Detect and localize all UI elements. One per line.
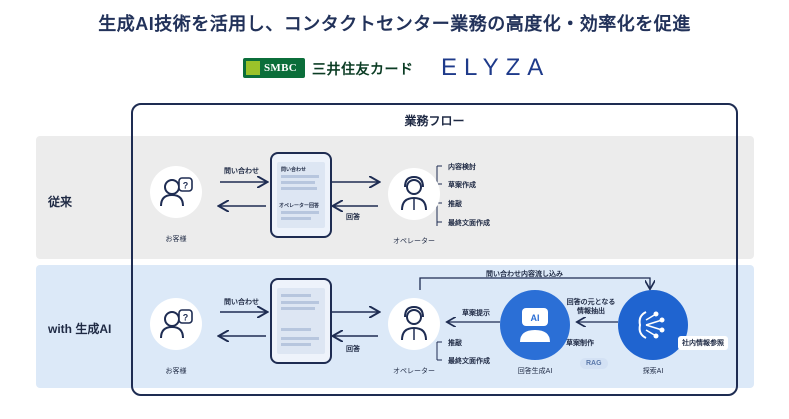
smbc-logo: SMBC [243,58,305,78]
flow-title: 業務フロー [404,114,465,128]
svg-text:?: ? [183,181,189,191]
company-logo-text: 三井住友カード [312,61,414,77]
conv-phone-screen: 問い合わせ オペレーター回答 [277,162,325,228]
customer-question-icon: ? [160,177,193,207]
search-ai-circle [618,290,688,360]
search-ai-label: 探索AI [642,368,664,375]
draft-make-label: 草案制作 [566,340,594,347]
answer-ai-label: 回答生成AI [517,368,553,375]
ai-operator-label: オペレーター [393,368,435,375]
page-title: 生成AI技術を活用し、コンタクトセンター業務の高度化・効率化を促進 [98,14,691,34]
ai-phone-screen [277,288,325,354]
internal-ref-label: 社内情報参照 [678,336,728,350]
ai-phone-card [270,278,332,364]
robot-icon: AI [520,308,550,342]
task-4: 最終文面作成 [448,220,490,227]
smbc-mark-icon [246,61,260,75]
draft-present-label: 草案提示 [462,310,490,317]
customer-label: お客様 [165,236,187,243]
answer-ai-chip-label: AI [531,313,540,323]
row-label-with-ai: with 生成AI [48,322,112,336]
task-2: 草案作成 [448,182,476,189]
rag-badge: RAG [580,358,608,369]
ai-task-2: 最終文面作成 [448,358,490,365]
operator-label: オペレーター [393,238,435,245]
conv-screen-footer: オペレーター回答 [279,203,320,209]
brain-network-icon [638,311,665,339]
conv-screen-title: 問い合わせ [281,167,307,173]
task-3: 推敲 [448,201,462,208]
conv-phone-card: 問い合わせ オペレーター回答 [270,152,332,238]
task-1: 内容検討 [448,164,476,171]
ai-answer-label: 回答 [346,346,360,353]
customer-icon: ? [150,166,202,218]
ai-operator-icon [388,298,440,350]
ai-inquiry-label: 問い合わせ [224,299,259,306]
elyza-logo: ELYZA [441,54,551,81]
flow-frame [131,103,738,396]
ai-flow-top-label: 問い合わせ内容流し込み [486,271,563,278]
ai-customer-label: お客様 [165,368,187,375]
smbc-logo-text: SMBC [264,62,297,74]
conv-answer-label: 回答 [346,214,360,221]
ai-customer-question-icon: ? [160,309,193,339]
ai-operator-headset-icon [401,305,427,341]
svg-text:?: ? [183,313,189,323]
ai-task-1: 推敲 [448,340,462,347]
answer-ai-circle: AI [500,290,570,360]
row-label-conventional: 従来 [48,195,73,209]
ai-top-loop-arrow [419,277,650,290]
ai-customer-icon: ? [150,298,202,350]
source-extract-label: 回答の元となる情報抽出 [566,299,616,316]
operator-icon [388,168,440,220]
conv-inquiry-label: 問い合わせ [224,168,259,175]
operator-headset-icon [401,175,427,211]
